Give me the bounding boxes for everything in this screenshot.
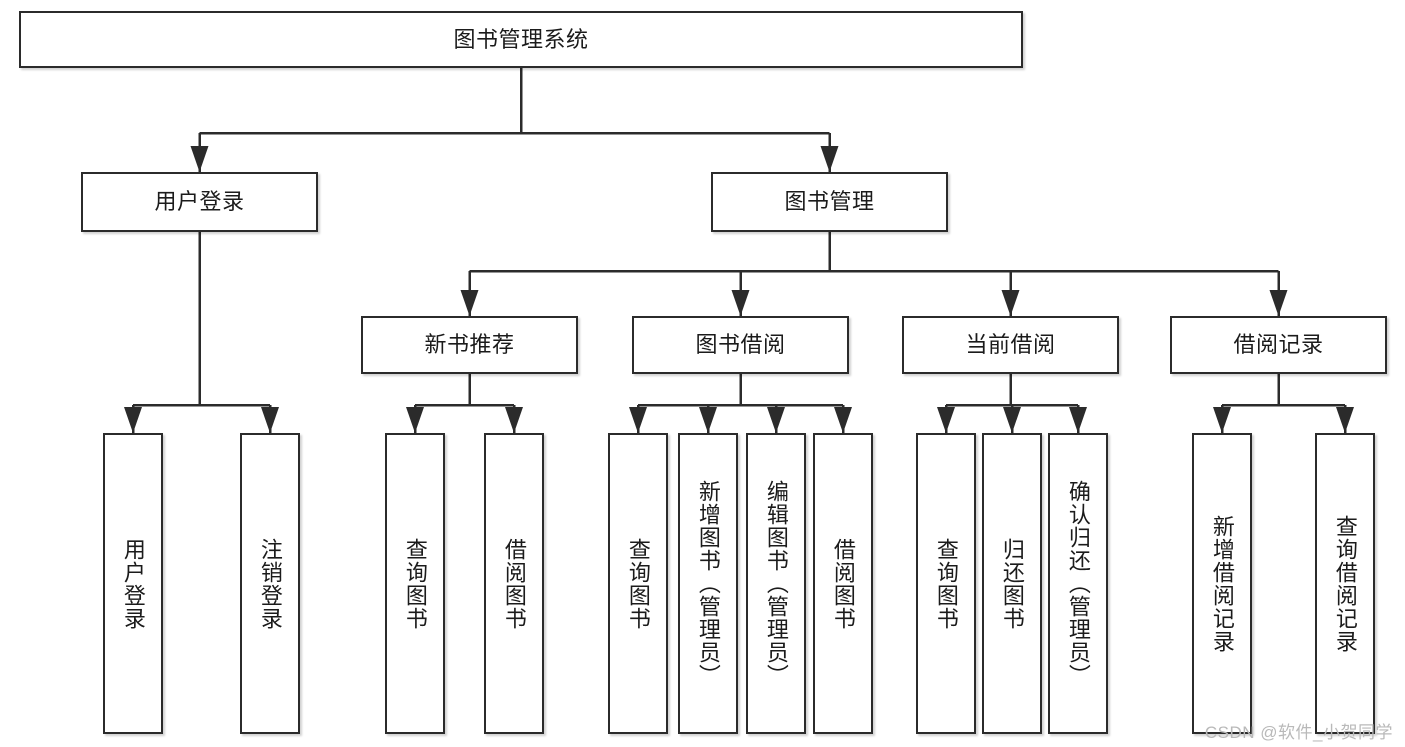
arrow-head-leaf-query-book-1 (406, 407, 424, 433)
arrow-head-leaf-logout (261, 407, 279, 433)
arrow-head-leaf-return-book (1003, 407, 1021, 433)
node-label: 借阅图书 (501, 537, 527, 630)
node-label: 查询借阅记录 (1332, 514, 1358, 653)
node-label: 用户登录 (120, 537, 146, 630)
node-book-borrow[interactable]: 图书借阅 (632, 316, 849, 374)
arrow-head-leaf-query-book-2 (629, 407, 647, 433)
node-label: 当前借阅 (965, 332, 1056, 358)
node-label: 查询图书 (933, 537, 959, 630)
node-leaf-user-login[interactable]: 用户登录 (103, 433, 163, 734)
node-leaf-logout[interactable]: 注销登录 (240, 433, 300, 734)
node-leaf-add-book[interactable]: 新增图书（管理员） (678, 433, 738, 734)
node-leaf-borrow-book-2[interactable]: 借阅图书 (813, 433, 873, 734)
node-leaf-query-book-1[interactable]: 查询图书 (385, 433, 445, 734)
arrow-head-current-borrow (1001, 290, 1020, 316)
arrow-head-leaf-query-record (1336, 407, 1354, 433)
node-label: 查询图书 (402, 537, 428, 630)
node-label: 借阅图书 (830, 537, 856, 630)
node-label: 借阅记录 (1233, 332, 1324, 358)
node-label: 图书借阅 (695, 332, 786, 358)
arrow-head-leaf-edit-book (767, 407, 785, 433)
node-label: 查询图书 (625, 537, 651, 630)
arrow-head-user-login (190, 146, 209, 172)
arrow-head-leaf-borrow-book-1 (505, 407, 523, 433)
node-leaf-add-record[interactable]: 新增借阅记录 (1192, 433, 1252, 734)
node-leaf-query-book-3[interactable]: 查询图书 (916, 433, 976, 734)
arrow-head-book-manage (820, 146, 839, 172)
node-label: 新书推荐 (424, 332, 515, 358)
node-label: 新增图书（管理员） (695, 480, 721, 687)
node-leaf-edit-book[interactable]: 编辑图书（管理员） (746, 433, 806, 734)
node-leaf-query-book-2[interactable]: 查询图书 (608, 433, 668, 734)
node-current-borrow[interactable]: 当前借阅 (902, 316, 1119, 374)
arrow-head-leaf-confirm-return (1069, 407, 1087, 433)
node-label: 归还图书 (999, 537, 1025, 630)
arrow-head-leaf-add-record (1213, 407, 1231, 433)
node-new-book-rec[interactable]: 新书推荐 (361, 316, 578, 374)
node-label: 新增借阅记录 (1209, 514, 1235, 653)
node-label: 图书管理 (784, 189, 875, 215)
node-book-manage[interactable]: 图书管理 (711, 172, 948, 232)
node-label: 用户登录 (154, 189, 245, 215)
arrow-head-leaf-query-book-3 (937, 407, 955, 433)
node-leaf-confirm-return[interactable]: 确认归还（管理员） (1048, 433, 1108, 734)
arrow-head-borrow-record (1269, 290, 1288, 316)
node-label: 注销登录 (257, 537, 283, 630)
node-root[interactable]: 图书管理系统 (19, 11, 1023, 68)
node-borrow-record[interactable]: 借阅记录 (1170, 316, 1387, 374)
arrow-head-book-borrow (731, 290, 750, 316)
node-leaf-query-record[interactable]: 查询借阅记录 (1315, 433, 1375, 734)
node-label: 图书管理系统 (453, 26, 589, 52)
node-leaf-borrow-book-1[interactable]: 借阅图书 (484, 433, 544, 734)
node-label: 编辑图书（管理员） (763, 480, 789, 687)
arrow-head-leaf-borrow-book-2 (834, 407, 852, 433)
node-label: 确认归还（管理员） (1065, 480, 1091, 687)
node-leaf-return-book[interactable]: 归还图书 (982, 433, 1042, 734)
node-user-login[interactable]: 用户登录 (81, 172, 318, 232)
arrow-head-leaf-user-login (124, 407, 142, 433)
arrow-head-leaf-add-book (699, 407, 717, 433)
watermark: CSDN @软件_小贺同学 (1204, 723, 1393, 742)
arrow-head-new-book-rec (460, 290, 479, 316)
